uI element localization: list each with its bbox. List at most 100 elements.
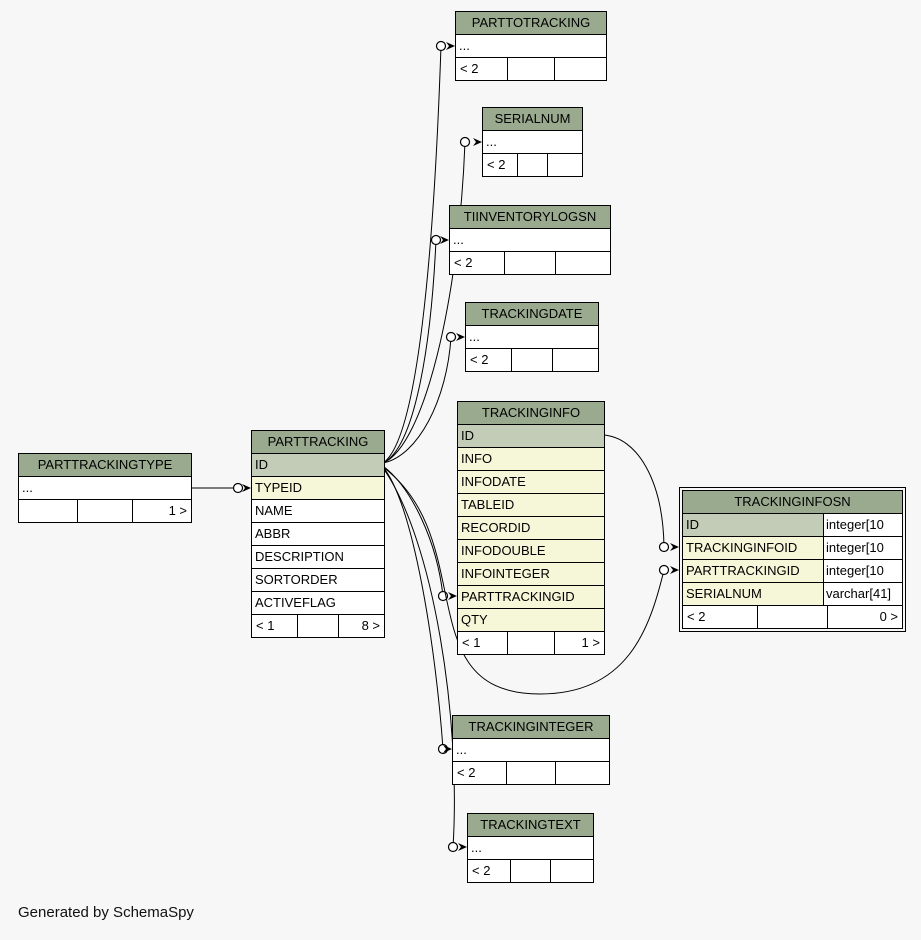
table-header[interactable]: PARTTOTRACKING [456,12,606,35]
table-header[interactable]: TRACKINGINFOSN [683,491,902,514]
edge-arrowhead [448,592,457,600]
column-type: integer[10 [823,514,902,536]
footer-cell: 1 > [553,632,604,654]
relationship-edge [382,239,437,464]
column-row: DESCRIPTION [252,546,384,569]
column-type: integer[10 [823,560,902,582]
footer-cell [510,860,549,882]
column-row: ACTIVEFLAG [252,592,384,615]
column-row: RECORDID [458,517,604,540]
column-row: ... [468,837,593,860]
column-name: SERIALNUM [686,586,762,601]
table-serialnum: SERIALNUM...< 2 [482,107,583,177]
column-row: PARTTRACKINGID [458,586,604,609]
column-row: TABLEID [458,494,604,517]
footer-cell: < 1 [256,618,275,633]
column-row: TYPEID [252,477,384,500]
column-row: ID [252,454,384,477]
column-name: SORTORDER [255,572,338,587]
footer-cell: 8 > [338,615,384,637]
edge-arrowhead [443,745,452,753]
edge-circle-terminator [232,482,244,494]
table-header[interactable]: PARTTRACKINGTYPE [19,454,191,477]
column-name: ... [456,742,467,757]
column-row: ... [19,477,191,500]
relationship-edge [382,336,452,464]
table-header[interactable]: SERIALNUM [483,108,582,131]
footer-cell [506,58,555,80]
table-tiinventorylogsn: TIINVENTORYLOGSN...< 2 [449,205,611,275]
table-footer: < 2 0 > [683,606,902,628]
table-header[interactable]: TRACKINGTEXT [468,814,593,837]
column-name: ... [459,38,470,53]
table-header[interactable]: PARTTRACKING [252,431,384,454]
table-header[interactable]: TRACKINGDATE [466,303,598,326]
column-name: DESCRIPTION [255,549,344,564]
footer-cell [505,762,556,784]
footer-cell [547,154,582,176]
column-row: ... [453,739,609,762]
column-row: INFODOUBLE [458,540,604,563]
edge-circle-terminator [430,234,442,246]
table-header[interactable]: TRACKINGINFO [458,402,604,425]
column-row: ID [458,425,604,448]
column-row: INFODATE [458,471,604,494]
footer-cell: < 2 [472,863,491,878]
edge-circle-terminator [459,136,471,148]
footer-cell: < 2 [457,765,476,780]
edge-circle-terminator [658,541,670,553]
footer-cell: 0 > [827,606,902,628]
column-name: TYPEID [255,480,302,495]
column-row: SORTORDER [252,569,384,592]
footer-cell: 1 > [132,500,191,522]
column-name: ... [22,480,33,495]
column-name: INFOINTEGER [461,566,550,581]
table-parttrackingtype: PARTTRACKINGTYPE... 1 > [18,453,192,523]
footer-cell [296,615,339,637]
column-name: TRACKINGINFOID [686,540,798,555]
table-footer: < 2 [456,58,606,80]
column-name: ID [255,457,268,472]
column-row: ... [450,229,610,252]
relationship-edge [382,466,665,695]
column-row: ... [483,131,582,154]
edge-arrowhead [242,484,251,492]
footer-cell: < 2 [470,352,489,367]
column-name: TABLEID [461,497,515,512]
footer-cell [552,349,598,371]
column-name: ID [461,428,474,443]
table-footer: < 2 [453,762,609,784]
column-row: NAME [252,500,384,523]
footer-cell [555,252,610,274]
relationship-edge [382,465,444,597]
table-header[interactable]: TRACKINGINTEGER [453,716,609,739]
column-name: ... [453,232,464,247]
footer-cell [504,252,555,274]
column-type: integer[10 [823,537,902,559]
edge-arrowhead [670,566,679,574]
footer-cell: < 2 [460,61,479,76]
relationship-edge [382,466,444,750]
column-row: QTY [458,609,604,632]
column-row: ABBR [252,523,384,546]
footer-cell: < 2 [687,609,706,624]
table-header[interactable]: TIINVENTORYLOGSN [450,206,610,229]
column-row: ... [466,326,598,349]
generated-by-note: Generated by SchemaSpy [18,904,194,921]
column-name: ... [471,840,482,855]
footer-cell [516,154,548,176]
column-name: ABBR [255,526,291,541]
table-parttotracking: PARTTOTRACKING... < 2 [455,11,607,81]
edge-arrowhead [670,543,679,551]
footer-cell [19,500,77,522]
edge-circle-terminator [435,40,447,52]
column-name: ... [486,134,497,149]
table-footer: < 2 [466,349,598,371]
footer-cell [756,606,828,628]
